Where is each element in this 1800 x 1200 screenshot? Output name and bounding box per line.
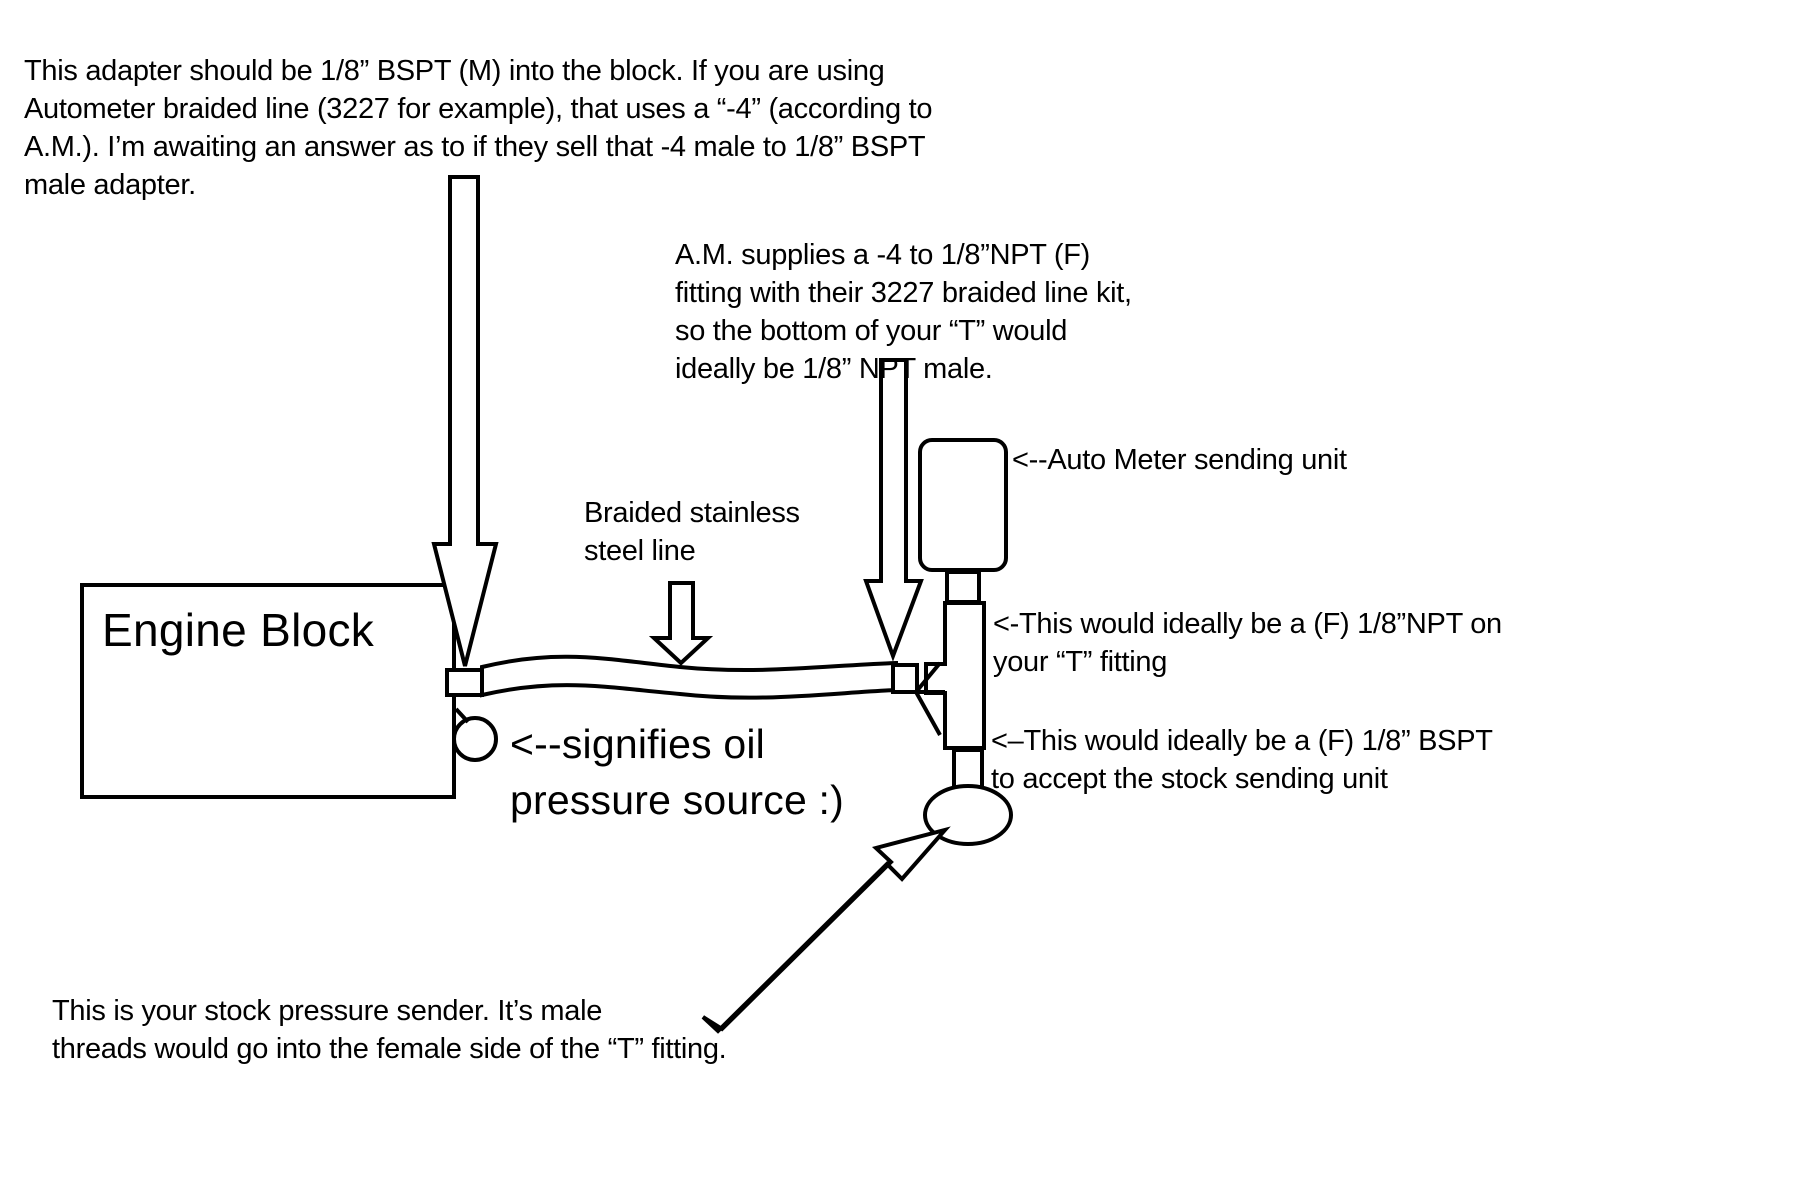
braided-line-label-line: steel line (584, 535, 696, 567)
oil-source-label: <--signifies oil pressure source :) (510, 716, 844, 828)
fitting-arrow (863, 358, 924, 662)
engine-block-label: Engine Block (102, 602, 374, 658)
oil-pressure-source-circle (452, 716, 498, 762)
line-end-fitting (891, 663, 919, 694)
fitting-note-line: A.M. supplies a -4 to 1/8”NPT (F) (675, 239, 1091, 271)
block-adapter-fitting (445, 668, 484, 697)
sending-unit-neck (945, 570, 981, 604)
sending-unit-label: <--Auto Meter sending unit (1012, 441, 1347, 479)
braided-line-label: Braided stainless steel line (584, 494, 800, 570)
oil-source-label-line: <--signifies oil (510, 721, 765, 767)
block-arrow-tail (454, 707, 470, 724)
fitting-note: A.M. supplies a -4 to 1/8”NPT (F) fittin… (675, 236, 1132, 388)
oil-source-label-line: pressure source :) (510, 777, 845, 823)
braided-line (480, 654, 898, 700)
adapter-arrow (431, 175, 499, 667)
braided-line-arrow (648, 581, 714, 666)
engine-block (80, 583, 456, 799)
engine-block-label-text: Engine Block (102, 604, 375, 656)
npt-label-line: <-This would ideally be a (F) 1/8”NPT on (993, 608, 1502, 640)
sending-unit-label-text: <--Auto Meter sending unit (1012, 444, 1347, 476)
npt-label-line: your “T” fitting (993, 646, 1168, 678)
braided-line-label-line: Braided stainless (584, 497, 800, 529)
stock-sender-neck (952, 748, 984, 792)
adapter-note-line: This adapter should be 1/8” BSPT (M) int… (24, 55, 885, 87)
fitting-note-line: fitting with their 3227 braided line kit… (675, 277, 1132, 309)
bspt-label-line: <–This would ideally be a (F) 1/8” BSPT (991, 725, 1493, 757)
auto-meter-sending-unit (918, 438, 1008, 572)
stock-sender-note-line: threads would go into the female side of… (52, 1033, 727, 1065)
bspt-label: <–This would ideally be a (F) 1/8” BSPT … (991, 722, 1493, 798)
fitting-note-line: so the bottom of your “T” would (675, 315, 1068, 347)
stock-sender-arrow (701, 826, 951, 1034)
npt-label: <-This would ideally be a (F) 1/8”NPT on… (993, 605, 1502, 681)
bspt-label-line: to accept the stock sending unit (991, 763, 1388, 795)
stock-sender-note-line: This is your stock pressure sender. It’s… (52, 995, 603, 1027)
stock-sender-note: This is your stock pressure sender. It’s… (52, 992, 727, 1068)
fitting-note-line: ideally be 1/8” NPT male. (675, 353, 993, 385)
adapter-note-line: Autometer braided line (3227 for example… (24, 93, 933, 125)
adapter-note-line: A.M.). I’m awaiting an answer as to if t… (24, 131, 926, 163)
adapter-note: This adapter should be 1/8” BSPT (M) int… (24, 52, 932, 204)
adapter-note-line: male adapter. (24, 169, 196, 201)
